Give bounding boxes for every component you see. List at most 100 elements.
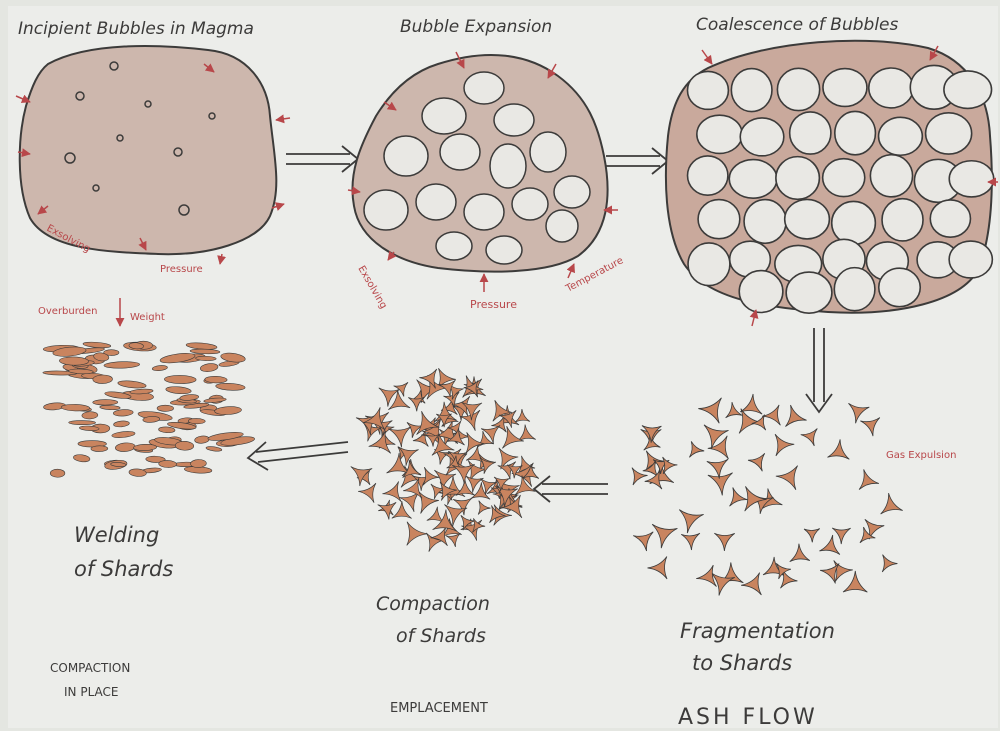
compacted-shard: [427, 507, 444, 523]
expanded-bubble: [416, 184, 456, 220]
welded-shard: [194, 435, 209, 444]
pressure-label-1: Pressure: [160, 264, 203, 275]
expansion-title: Bubble Expansion: [400, 17, 552, 37]
welded-shard: [91, 446, 108, 452]
ash-flow-label: ASH FLOW: [678, 705, 818, 728]
shard: [819, 535, 840, 555]
compaction-in-place-line1: COMPACTION: [50, 661, 130, 675]
coalesced-bubble: [834, 268, 875, 311]
welded-shard: [190, 349, 220, 355]
fragmentation-shard-group: [632, 394, 903, 596]
coalesced-bubble: [776, 157, 820, 200]
shard: [762, 405, 780, 425]
fragmentation-title-line1: Fragmentation: [680, 619, 835, 643]
expanded-bubble: [546, 210, 578, 242]
welded-shard: [200, 363, 219, 373]
coalesced-bubble: [832, 201, 876, 244]
compacted-shard: [466, 432, 485, 453]
flow-arrow-5: [248, 442, 348, 470]
expanded-bubble: [364, 190, 408, 230]
compacted-shard: [382, 481, 401, 501]
welded-shard: [206, 446, 222, 452]
expanded-bubble: [494, 104, 534, 136]
shard: [681, 533, 700, 550]
expanded-bubble: [486, 236, 522, 264]
shard: [860, 418, 880, 437]
coalesced-bubble: [835, 111, 876, 154]
welded-shard: [159, 460, 177, 468]
temperature-label: Temperature: [563, 255, 625, 295]
welded-shard: [214, 406, 241, 415]
shard: [679, 510, 703, 533]
compacted-shard: [478, 501, 490, 515]
compacted-shard: [446, 533, 460, 547]
expanded-bubble: [384, 136, 428, 176]
compacted-shard: [515, 409, 530, 422]
expanded-bubble: [464, 194, 504, 230]
expanded-bubble: [530, 132, 566, 172]
expanded-bubble: [512, 188, 548, 220]
shard: [834, 560, 853, 581]
emplacement-label: EMPLACEMENT: [390, 701, 488, 716]
coalesced-bubble: [790, 112, 831, 154]
welded-shard: [204, 397, 227, 403]
welding-title-line2: of Shards: [74, 557, 173, 581]
shard: [832, 528, 850, 544]
expanded-bubble: [436, 232, 472, 260]
welded-shard: [158, 426, 175, 433]
shard: [642, 426, 662, 443]
bubble-expansion-stage: Bubble Expansion Exsolving Pressure Temp…: [348, 17, 625, 311]
shard: [633, 532, 653, 551]
incipient-title: Incipient Bubbles in Magma: [18, 19, 254, 39]
shard: [652, 524, 677, 548]
shard: [708, 473, 733, 496]
expanded-bubble: [440, 134, 480, 170]
welded-shard: [100, 405, 121, 410]
flow-arrow-3: [806, 328, 832, 412]
coalesced-bubble: [869, 68, 913, 108]
compaction-stage: Compaction of Shards: [351, 368, 539, 647]
coalesced-bubble: [698, 200, 740, 239]
diagram-sheet: Incipient Bubbles in Magma Exsolving Pre…: [8, 6, 998, 728]
welded-shard: [82, 411, 98, 419]
coalesced-bubble: [926, 113, 972, 154]
welded-shard: [61, 404, 90, 411]
compacted-shard: [358, 483, 376, 503]
compaction-shard-group: [351, 368, 539, 551]
coalesced-bubble: [879, 117, 923, 155]
shard: [790, 544, 810, 562]
shard: [741, 573, 761, 595]
coalesced-bubble: [744, 200, 786, 244]
welding-title-line1: Welding: [74, 523, 159, 547]
welding-stage: Overburden Weight Welding of Shards: [38, 298, 255, 581]
expanded-bubble: [554, 176, 590, 208]
flow-arrow-1: [286, 146, 358, 172]
welded-shard: [175, 441, 194, 451]
coalesced-bubble: [823, 159, 865, 197]
coalesced-bubble: [688, 156, 728, 195]
welded-shard: [104, 361, 140, 369]
welded-shard: [166, 386, 192, 395]
coalesced-bubble: [785, 199, 830, 239]
shard: [698, 398, 721, 423]
coalesced-bubble: [739, 271, 783, 313]
compacted-shard: [502, 426, 523, 448]
shard: [785, 405, 806, 427]
welded-shard: [190, 459, 206, 468]
welded-shard: [69, 420, 96, 424]
shard: [714, 533, 734, 551]
welded-shard: [113, 409, 133, 417]
coalescence-title: Coalescence of Bubbles: [696, 15, 899, 35]
coalesced-bubble: [687, 71, 728, 109]
compacted-shard: [413, 430, 428, 446]
welded-shard: [188, 418, 205, 424]
shard: [843, 571, 867, 592]
gas-expulsion-label: Gas Expulsion: [886, 450, 956, 461]
compacted-shard: [472, 518, 485, 532]
compacted-shard: [518, 425, 536, 442]
welded-shard: [159, 352, 195, 365]
expanded-bubble: [490, 144, 526, 188]
ash-flow-diagram: Incipient Bubbles in Magma Exsolving Pre…: [8, 6, 998, 728]
shard: [859, 469, 879, 489]
shard: [827, 439, 849, 459]
